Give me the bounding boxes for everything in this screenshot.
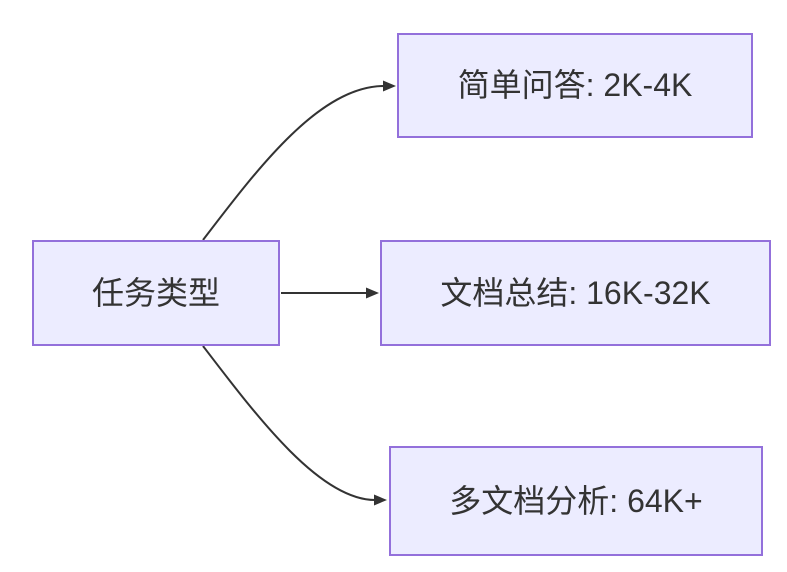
node-simple-qa-label: 简单问答: 2K-4K bbox=[457, 67, 693, 104]
edge-root-to-simple-qa bbox=[202, 80, 396, 241]
node-multi-doc: 多文档分析: 64K+ bbox=[389, 446, 763, 556]
node-multi-doc-label: 多文档分析: 64K+ bbox=[449, 482, 703, 519]
edge-root-to-multi-doc bbox=[202, 345, 387, 506]
node-task-type: 任务类型 bbox=[32, 240, 280, 346]
node-task-type-label: 任务类型 bbox=[91, 274, 220, 311]
node-simple-qa: 简单问答: 2K-4K bbox=[397, 33, 753, 138]
node-doc-summary-label: 文档总结: 16K-32K bbox=[440, 274, 711, 311]
node-doc-summary: 文档总结: 16K-32K bbox=[380, 240, 771, 346]
